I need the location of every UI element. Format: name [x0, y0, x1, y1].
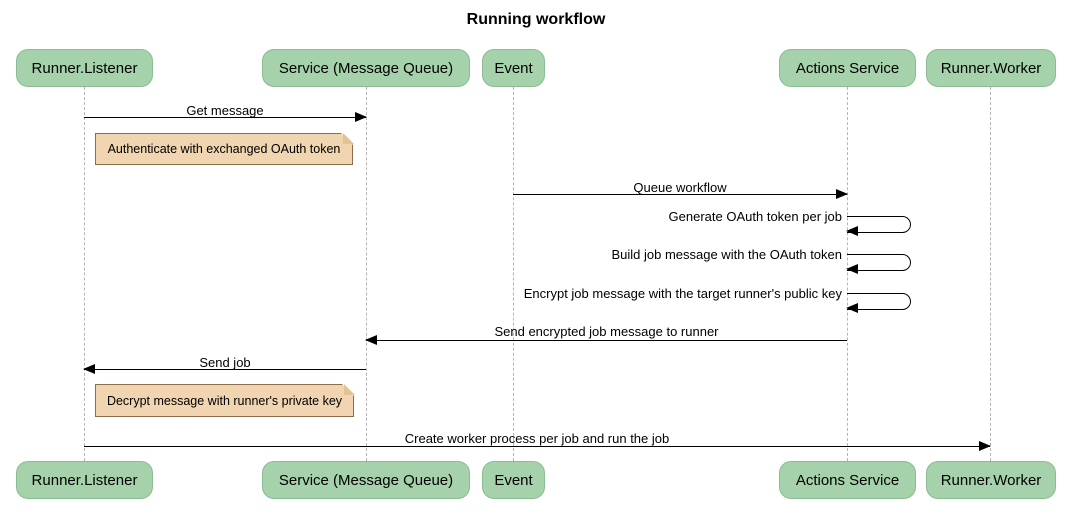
actor-runner-listener-top: Runner.Listener — [16, 49, 153, 87]
actor-runner-worker-top: Runner.Worker — [926, 49, 1056, 87]
message-label-send-encrypted-job: Send encrypted job message to runner — [494, 324, 719, 339]
actor-actions-service-top: Actions Service — [779, 49, 916, 87]
lifeline-service-message-queue — [366, 87, 367, 461]
arrowhead-left-icon — [83, 364, 95, 375]
arrowhead-left-icon — [846, 303, 858, 314]
actor-event-bottom: Event — [482, 461, 545, 499]
arrowhead-right-icon — [836, 189, 848, 200]
actor-runner-worker-bottom: Runner.Worker — [926, 461, 1056, 499]
note-authenticate-oauth: Authenticate with exchanged OAuth token — [95, 132, 354, 165]
actor-event-top: Event — [482, 49, 545, 87]
message-arrow-queue-workflow — [513, 189, 848, 200]
self-message-loop-build-job-message — [846, 254, 911, 275]
arrowhead-left-icon — [846, 226, 858, 237]
message-label-encrypt-job-message: Encrypt job message with the target runn… — [523, 286, 842, 301]
message-label-queue-workflow: Queue workflow — [633, 180, 727, 195]
actor-service-message-queue-bottom: Service (Message Queue) — [262, 461, 470, 499]
note-decrypt-message: Decrypt message with runner's private ke… — [95, 383, 355, 417]
message-label-send-job: Send job — [199, 355, 251, 370]
message-label-generate-oauth-token: Generate OAuth token per job — [668, 209, 842, 224]
arrowhead-left-icon — [365, 335, 377, 346]
actor-runner-listener-bottom: Runner.Listener — [16, 461, 153, 499]
message-arrow-get-message — [84, 112, 367, 123]
self-message-loop-encrypt-job-message — [846, 293, 911, 314]
message-arrow-send-encrypted-job — [365, 335, 847, 346]
lifeline-runner-listener — [84, 87, 85, 461]
arrowhead-right-icon — [979, 441, 991, 452]
message-label-create-worker: Create worker process per job and run th… — [404, 431, 670, 446]
actor-actions-service-bottom: Actions Service — [779, 461, 916, 499]
lifeline-event — [513, 87, 514, 461]
message-arrow-create-worker — [84, 441, 991, 452]
message-label-get-message: Get message — [186, 103, 264, 118]
note-label: Decrypt message with runner's private ke… — [106, 393, 343, 408]
message-label-build-job-message: Build job message with the OAuth token — [611, 247, 842, 262]
actor-service-message-queue-top: Service (Message Queue) — [262, 49, 470, 87]
lifeline-runner-worker — [990, 87, 991, 461]
message-arrow-send-job — [83, 364, 366, 375]
note-label: Authenticate with exchanged OAuth token — [107, 142, 341, 156]
arrowhead-right-icon — [355, 112, 367, 123]
self-message-loop-generate-oauth-token — [846, 216, 911, 237]
diagram-title: Running workflow — [466, 11, 606, 28]
arrowhead-left-icon — [846, 264, 858, 275]
